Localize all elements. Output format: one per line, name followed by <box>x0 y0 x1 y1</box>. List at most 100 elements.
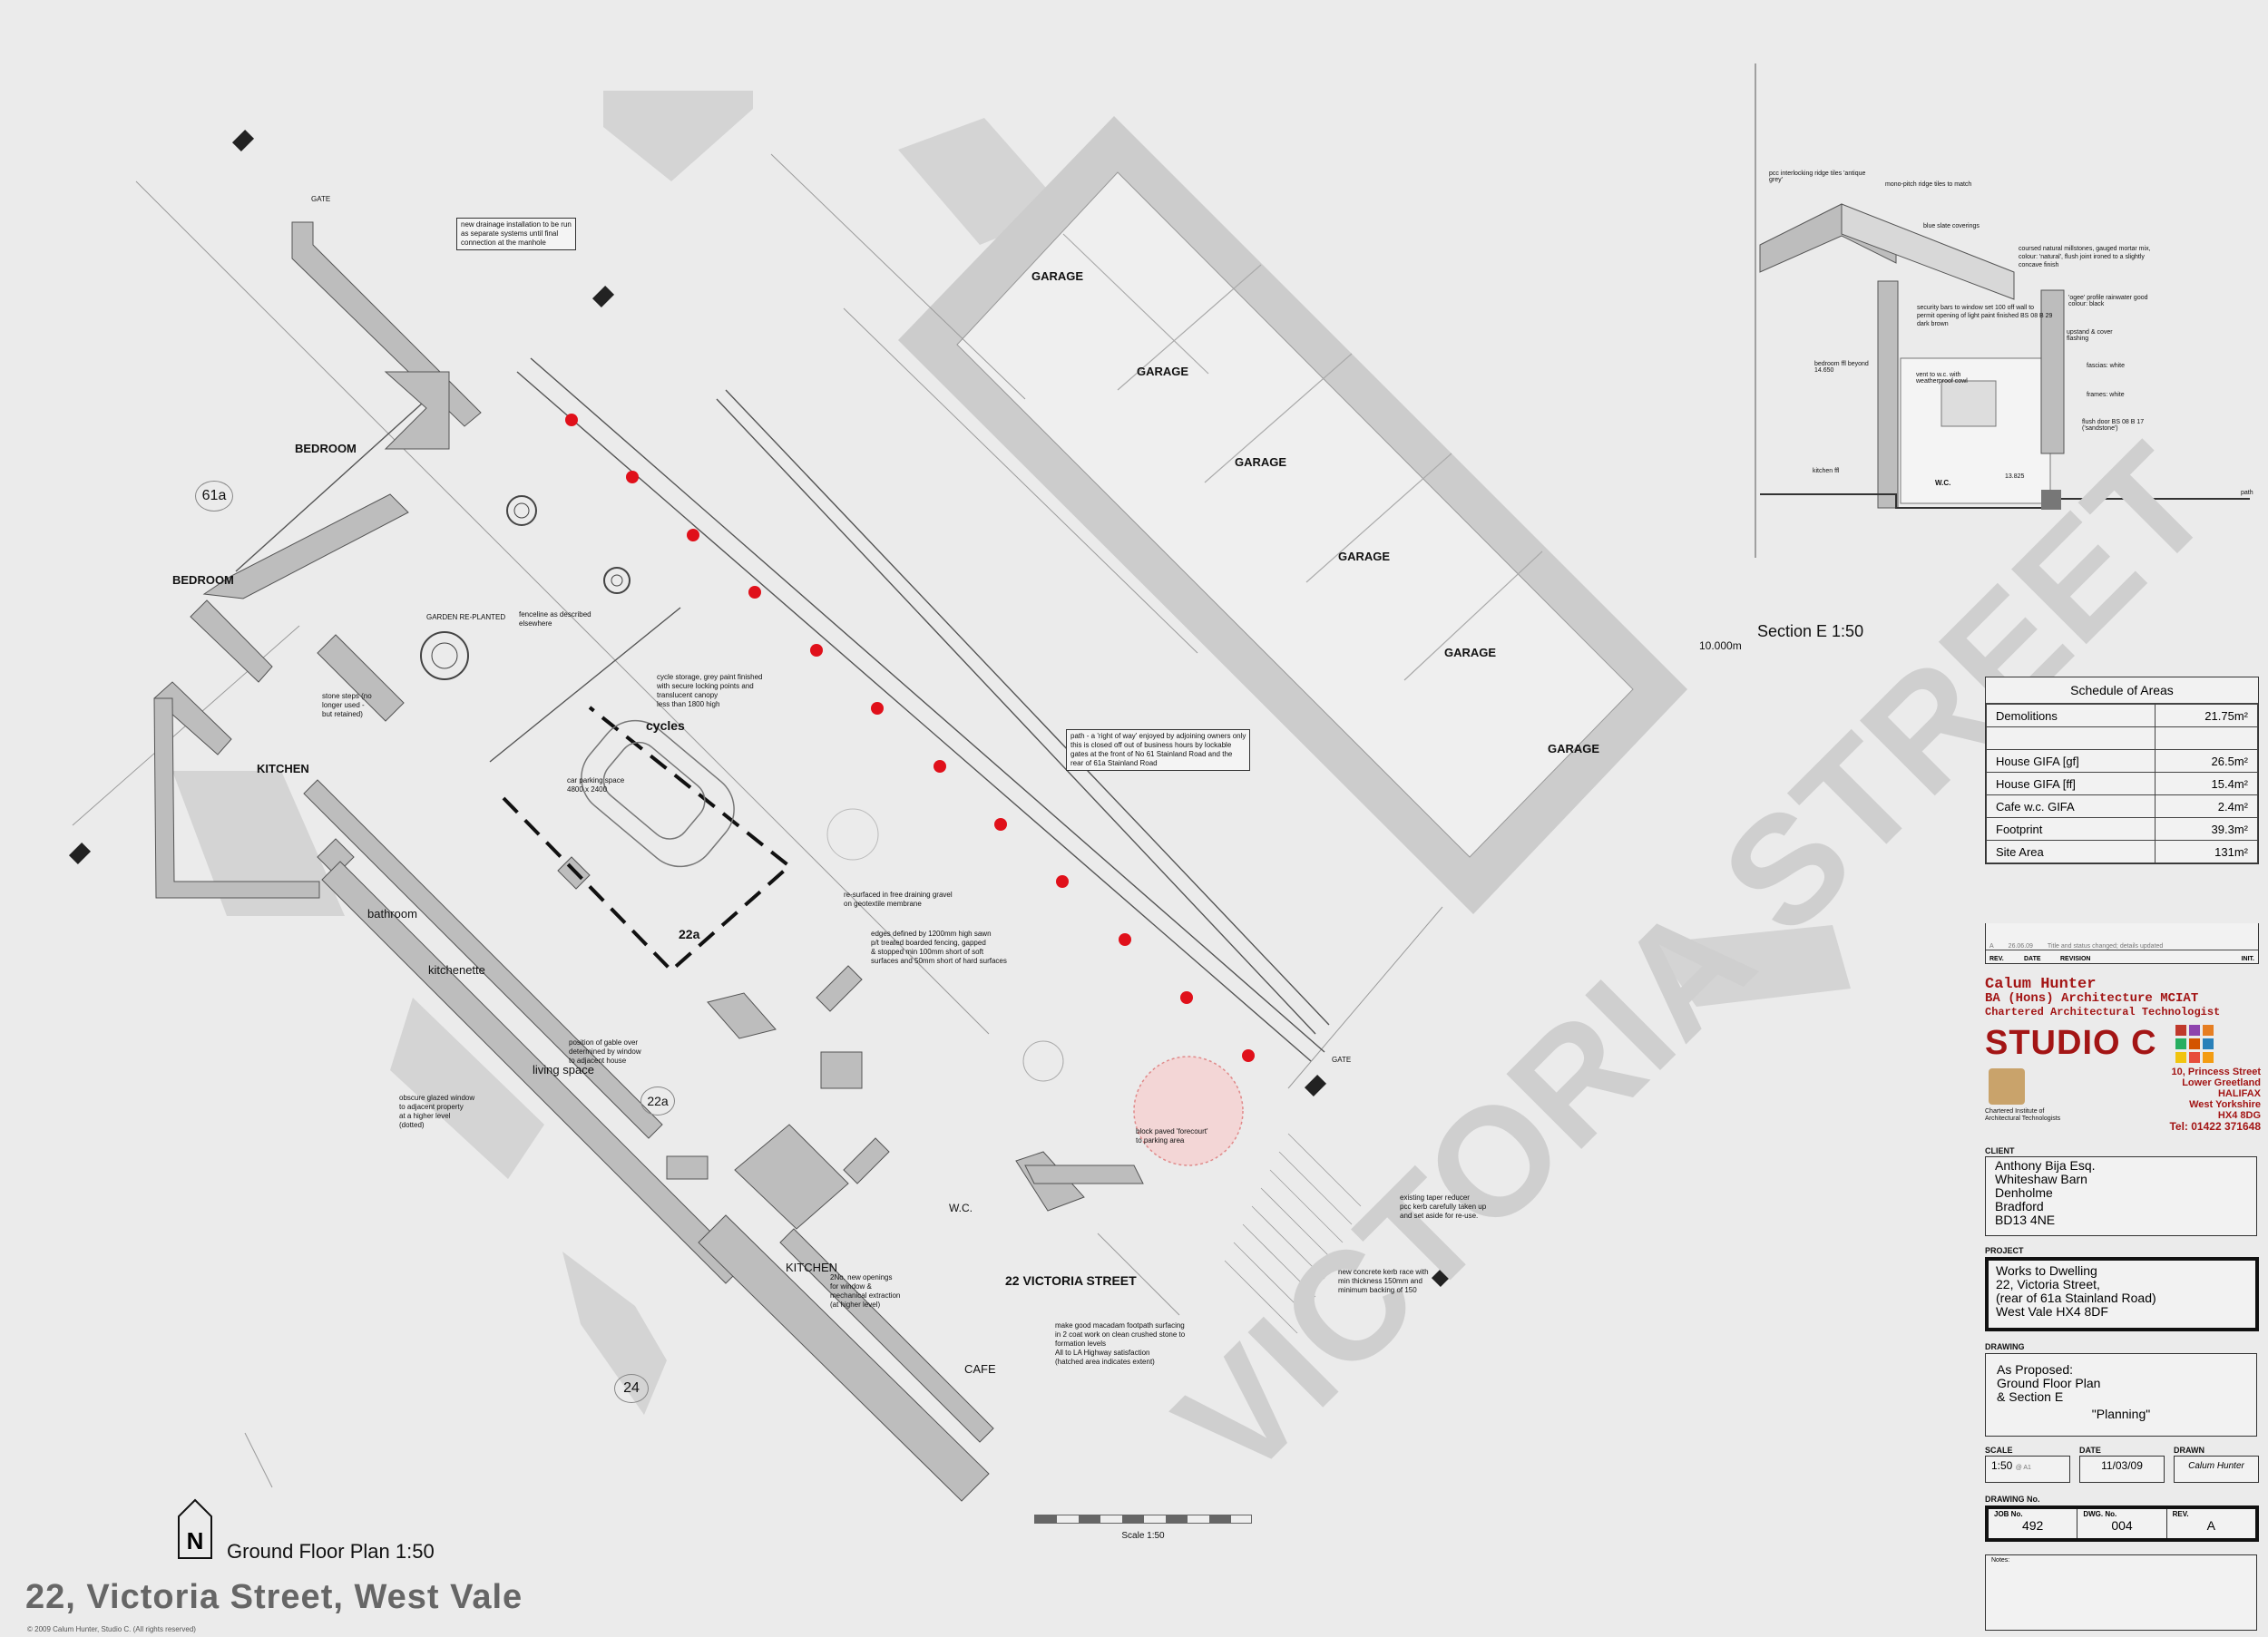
scale-bar-label: Scale 1:50 <box>1121 1531 1165 1541</box>
section-note: pcc interlocking ridge tiles 'antique gr… <box>1769 171 1866 183</box>
drawing-box: As Proposed:Ground Floor Plan& Section E… <box>1985 1353 2257 1437</box>
bollard <box>1242 1049 1255 1062</box>
plot-number-22a: 22a <box>679 927 700 941</box>
bollard <box>1180 991 1193 1004</box>
shrubs <box>420 495 1064 1082</box>
note-right-of-way: path - a 'right of way' enjoyed by adjoi… <box>1066 729 1251 771</box>
client-label: CLIENT <box>1985 1146 2015 1155</box>
boundary-lines <box>72 153 1443 1488</box>
section-note: 'ogee' profile rainwater good colour: bl… <box>2068 295 2148 307</box>
plot-number-61a: 61a <box>195 481 233 512</box>
room-label-kitchenette: kitchenette <box>428 963 485 977</box>
garden-label: GARDEN RE-PLANTED <box>426 613 506 621</box>
copyright-text: © 2009 Calum Hunter, Studio C. (All righ… <box>27 1625 196 1633</box>
schedule-row: House GIFA [gf]26.5m² <box>1986 749 2259 773</box>
bollard <box>1056 875 1069 888</box>
block-paved-forecourt <box>1133 1056 1244 1166</box>
schedule-heading: Schedule of Areas <box>1986 677 2258 704</box>
bollard <box>565 414 578 426</box>
hatched-footpath <box>1224 1133 1362 1334</box>
bollard <box>994 818 1007 831</box>
note-forecourt: block paved 'forecourt'to parking area <box>1136 1127 1208 1145</box>
scale-field: 1:50 @ A1 <box>1985 1456 2070 1483</box>
path-walls <box>235 357 1330 1062</box>
firm-name: Calum Hunter <box>1985 976 2097 993</box>
car-outline <box>581 719 735 868</box>
section-note: mono-pitch ridge tiles to match <box>1885 181 1972 188</box>
garage-label: GARAGE <box>1031 269 1084 283</box>
studio-logo: STUDIO C <box>1985 1024 2157 1062</box>
schedule-row: House GIFA [ff]15.4m² <box>1986 772 2259 795</box>
section-note: W.C. <box>1935 479 1951 487</box>
firm-quals: BA (Hons) Architecture MCIAT <box>1985 991 2199 1006</box>
street-name-small: 22 VICTORIA STREET <box>1005 1273 1137 1288</box>
drawing-number-box: JOB No. 492 DWG. No. 004 REV. A <box>1985 1505 2259 1542</box>
drawing-title: Ground Floor Plan 1:50 <box>227 1540 435 1563</box>
room-label-living: living space <box>533 1063 594 1077</box>
section-title: Section E 1:50 <box>1757 622 1864 640</box>
garage-label: GARAGE <box>1235 455 1287 469</box>
garage-label: GARAGE <box>1137 365 1189 378</box>
bollard <box>626 471 639 483</box>
scale-bar: Scale 1:50 <box>1034 1515 1252 1541</box>
firm-block: Calum Hunter BA (Hons) Architecture MCIA… <box>1985 976 2266 1133</box>
bollards <box>565 414 1255 1062</box>
room-label-bedroom-2: BEDROOM <box>172 573 234 587</box>
drawn-label: DRAWN <box>2174 1446 2204 1455</box>
adjacent-building-shadows <box>172 91 1851 1415</box>
notes-box: Notes: <box>1985 1554 2257 1631</box>
firm-profession: Chartered Architectural Technologist <box>1985 1006 2221 1018</box>
room-label-cycles: cycles <box>646 718 685 733</box>
section-note: fascias: white <box>2087 363 2126 369</box>
garage-block <box>898 116 1687 914</box>
site-walls <box>153 221 1144 1502</box>
room-label-bedroom-1: BEDROOM <box>295 442 357 455</box>
section-e-drawing <box>1755 63 2250 558</box>
section-note: bedroom ffl beyond 14.650 <box>1814 361 1869 374</box>
room-label-wc: W.C. <box>949 1202 973 1214</box>
ciat-crest-icon <box>1989 1068 2025 1105</box>
schedule-row <box>1986 726 2259 750</box>
section-note: frames: white <box>2087 392 2125 398</box>
bollard <box>687 529 699 541</box>
section-note: upstand & cover flashing <box>2067 329 2113 342</box>
section-note: 13.825 <box>2005 473 2025 480</box>
drawing-number-label: DRAWING No. <box>1985 1495 2040 1504</box>
plot-number-24: 24 <box>614 1374 649 1403</box>
plot-number-22a-circle: 22a <box>640 1086 675 1116</box>
section-note: security bars to window set 100 off wall… <box>1917 305 2053 327</box>
section-note: coursed natural millstones, gauged morta… <box>2019 246 2151 268</box>
parking-bay <box>502 706 793 973</box>
north-arrow-marker <box>68 129 1454 1288</box>
bollard <box>810 644 823 657</box>
bollard <box>1119 933 1131 946</box>
gate-label-1: GATE <box>311 195 331 203</box>
garage-label: GARAGE <box>1338 550 1391 563</box>
date-field: 11/03/09 <box>2079 1456 2165 1483</box>
bollard <box>934 760 946 773</box>
drawn-field: Calum Hunter <box>2174 1456 2259 1483</box>
room-label-kitchen-61a: KITCHEN <box>257 762 309 775</box>
bollard <box>871 702 884 715</box>
north-point-icon: N <box>177 1498 213 1560</box>
section-note: blue slate coverings <box>1923 223 1980 229</box>
